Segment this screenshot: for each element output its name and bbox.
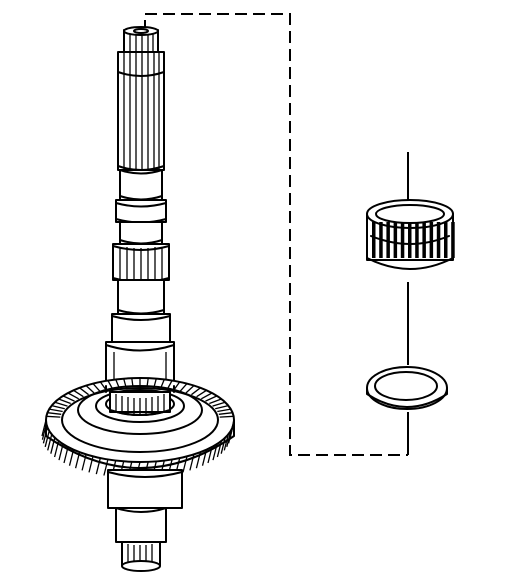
needle-roller-bearing-icon	[366, 199, 455, 270]
gear-tooth	[201, 449, 208, 466]
shaft-journal-upper	[115, 169, 167, 245]
gear-tooth	[58, 443, 64, 461]
bearing-roller	[393, 222, 398, 258]
gear-tooth	[62, 395, 75, 402]
gear-tooth	[85, 385, 95, 394]
gear-tooth	[200, 392, 213, 400]
bearing-roller	[451, 222, 455, 258]
bearing-roller	[379, 222, 383, 258]
gear-tooth	[227, 427, 234, 444]
gear-tooth	[44, 430, 50, 448]
gear-tooth	[67, 392, 80, 400]
shaft-threaded-tip	[123, 26, 159, 53]
gear-tooth	[95, 457, 101, 475]
gear-tooth	[88, 456, 94, 473]
gear-tooth	[68, 449, 75, 466]
bearing-roller	[444, 222, 448, 258]
gear-tooth	[220, 437, 226, 454]
shaft-spline-section	[117, 51, 165, 171]
gear-tooth	[185, 385, 195, 394]
gear-tooth	[51, 404, 65, 410]
gear-tooth	[179, 383, 188, 392]
bearing-roller	[400, 222, 405, 258]
gear-tooth	[47, 412, 62, 415]
thrust-ring-icon	[366, 366, 448, 410]
gear-tooth	[47, 434, 53, 451]
gear-tooth	[58, 398, 71, 405]
gear-tooth	[216, 440, 223, 458]
bearing-rollers	[372, 222, 455, 258]
gear-tooth	[191, 387, 201, 396]
shaft-lower-section	[107, 469, 183, 572]
gear-tooth	[182, 456, 188, 473]
bearing-roller	[408, 222, 412, 258]
gear-tooth	[79, 387, 89, 396]
shaft-journal-lower	[111, 279, 171, 343]
gear-tooth	[53, 440, 60, 458]
gear-tooth	[209, 398, 222, 405]
gear-tooth	[189, 454, 195, 471]
bearing-roller	[372, 222, 376, 258]
helical-gear	[41, 377, 235, 479]
shaft-knurled-sleeve	[112, 243, 170, 283]
bearing-roller	[422, 222, 426, 258]
gear-tooth	[217, 408, 231, 413]
gear-tooth	[218, 412, 233, 415]
gear-tooth	[46, 415, 61, 418]
gear-tooth	[223, 434, 229, 451]
bearing-roller	[436, 222, 441, 258]
bearing-roller	[415, 222, 419, 258]
gear-tooth	[195, 452, 202, 469]
gear-shaft-icon	[41, 26, 235, 572]
gear-tooth	[63, 446, 69, 464]
gear-tooth	[207, 446, 213, 464]
gear-tooth	[42, 427, 49, 444]
gear-tooth	[212, 443, 218, 461]
gear-tooth	[226, 430, 232, 448]
gear-tooth	[196, 389, 207, 398]
gear-tooth	[92, 383, 101, 392]
gear-teeth	[41, 378, 235, 479]
gear-tooth	[74, 452, 81, 469]
gear-tooth	[41, 419, 47, 437]
gear-tooth	[215, 404, 229, 410]
gear-tooth	[54, 401, 68, 407]
bearing-roller	[429, 222, 434, 258]
bearing-roller	[386, 222, 390, 258]
gear-tooth	[219, 415, 234, 418]
gear-tooth	[205, 395, 218, 402]
gear-tooth	[49, 408, 63, 413]
gear-tooth	[73, 389, 84, 398]
gear-tooth	[103, 459, 109, 476]
gear-tooth	[50, 437, 56, 454]
assembly-leader-line	[144, 13, 409, 456]
gear-tooth	[212, 401, 226, 407]
gear-tooth	[41, 423, 48, 440]
gear-tooth	[81, 454, 87, 471]
